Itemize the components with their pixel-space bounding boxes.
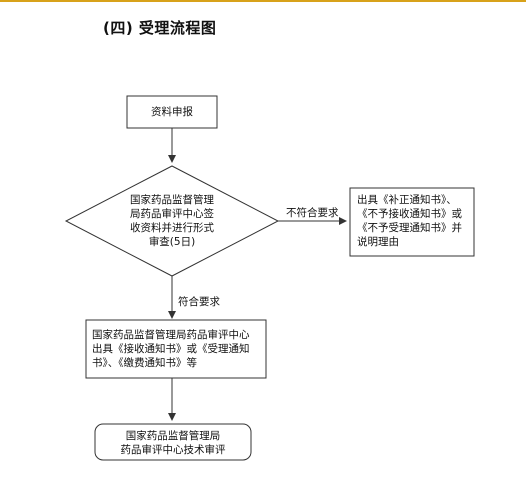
top-accent-rule (0, 0, 526, 2)
review-node-text: 国家药品监督管理 局药品审评中心签 收资料并进行形式 审查(5日) (96, 193, 248, 249)
review-line: 局药品审评中心签 (130, 208, 214, 220)
tech-review-line: 国家药品监督管理局 (125, 430, 221, 442)
accept-line: 书》、《缴费通知书》等 (92, 357, 197, 369)
submit-node (126, 95, 218, 129)
accept-line: 国家药品监督管理局药品审评中心 (92, 329, 250, 341)
review-line: 审查(5日) (148, 236, 196, 248)
pass-edge-label: 符合要求 (178, 296, 220, 308)
review-line: 国家药品监督管理 (130, 194, 214, 206)
reject-node-text: 出具《补正通知书》、 《不予接收通知书》或 《不予受理通知书》并 说明理由 (357, 193, 471, 249)
accept-line: 出具《接收通知书》或《受理通知 (92, 343, 250, 355)
submit-node-label: 资料申报 (151, 106, 193, 118)
page-title: (四) 受理流程图 (103, 19, 217, 37)
accept-node (85, 319, 267, 379)
tech-review-line: 药品审评中心技术审评 (120, 444, 226, 456)
tech-review-node (94, 423, 252, 461)
fail-edge-label: 不符合要求 (286, 207, 339, 219)
reject-line: 出具《补正通知书》、 (357, 194, 457, 206)
reject-node (349, 187, 475, 257)
reject-line: 《不予受理通知书》并 (357, 222, 462, 234)
reject-line: 说明理由 (357, 236, 399, 248)
review-line: 收资料并进行形式 (130, 222, 214, 234)
reject-line: 《不予接收通知书》或 (357, 208, 462, 220)
tech-review-node-text: 国家药品监督管理局 药品审评中心技术审评 (95, 429, 251, 457)
accept-node-text: 国家药品监督管理局药品审评中心 出具《接收通知书》或《受理通知 书》、《缴费通知… (92, 328, 264, 370)
